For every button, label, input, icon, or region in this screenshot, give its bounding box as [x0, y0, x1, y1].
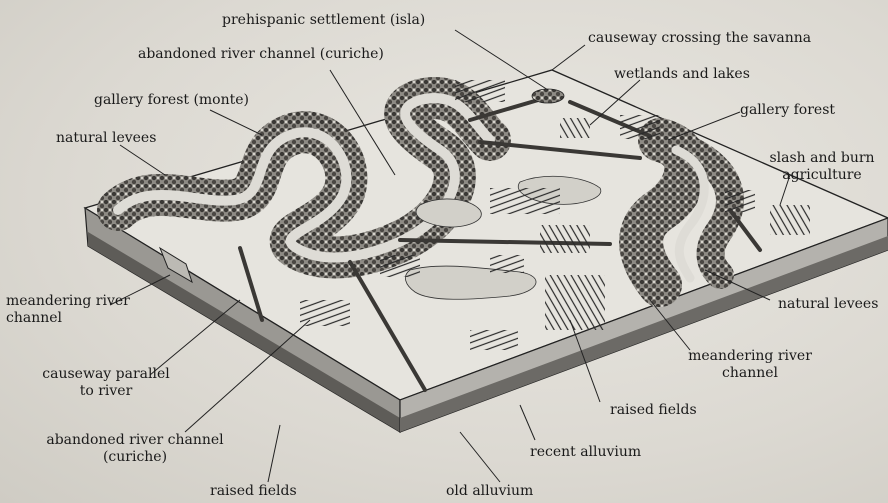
label-meandering-left: meandering river channel — [6, 293, 130, 327]
label-meandering-right-line1: meandering river — [680, 348, 820, 365]
label-gallery-forest-right: gallery forest — [740, 102, 835, 119]
label-raised-fields-right: raised fields — [610, 402, 697, 419]
label-abandoned-channel-top: abandoned river channel (curiche) — [138, 46, 384, 63]
label-causeway-parallel: causeway parallel to river — [36, 366, 176, 400]
label-recent-alluvium: recent alluvium — [530, 444, 641, 461]
settlement-isla — [532, 89, 564, 103]
label-meandering-right: meandering river channel — [680, 348, 820, 382]
label-causeway-parallel-line2: to river — [36, 383, 176, 400]
label-prehispanic-settlement: prehispanic settlement (isla) — [222, 12, 425, 29]
label-raised-fields-bottom: raised fields — [210, 483, 297, 500]
label-meandering-left-line1: meandering river — [6, 293, 130, 310]
label-causeway-crossing: causeway crossing the savanna — [588, 30, 811, 47]
label-abandoned-channel-bottom-line1: abandoned river channel — [40, 432, 230, 449]
label-gallery-forest-monte: gallery forest (monte) — [94, 92, 249, 109]
label-wetlands: wetlands and lakes — [614, 66, 750, 83]
label-abandoned-channel-bottom-line2: (curiche) — [40, 449, 230, 466]
label-natural-levees-right: natural levees — [778, 296, 878, 313]
label-meandering-right-line2: channel — [680, 365, 820, 382]
label-natural-levees-left: natural levees — [56, 130, 156, 147]
label-slash-burn: slash and burn agriculture — [762, 150, 882, 184]
label-old-alluvium: old alluvium — [446, 483, 533, 500]
label-abandoned-channel-bottom: abandoned river channel (curiche) — [40, 432, 230, 466]
label-meandering-left-line2: channel — [6, 310, 130, 327]
label-causeway-parallel-line1: causeway parallel — [36, 366, 176, 383]
label-slash-burn-line1: slash and burn — [762, 150, 882, 167]
label-slash-burn-line2: agriculture — [762, 167, 882, 184]
